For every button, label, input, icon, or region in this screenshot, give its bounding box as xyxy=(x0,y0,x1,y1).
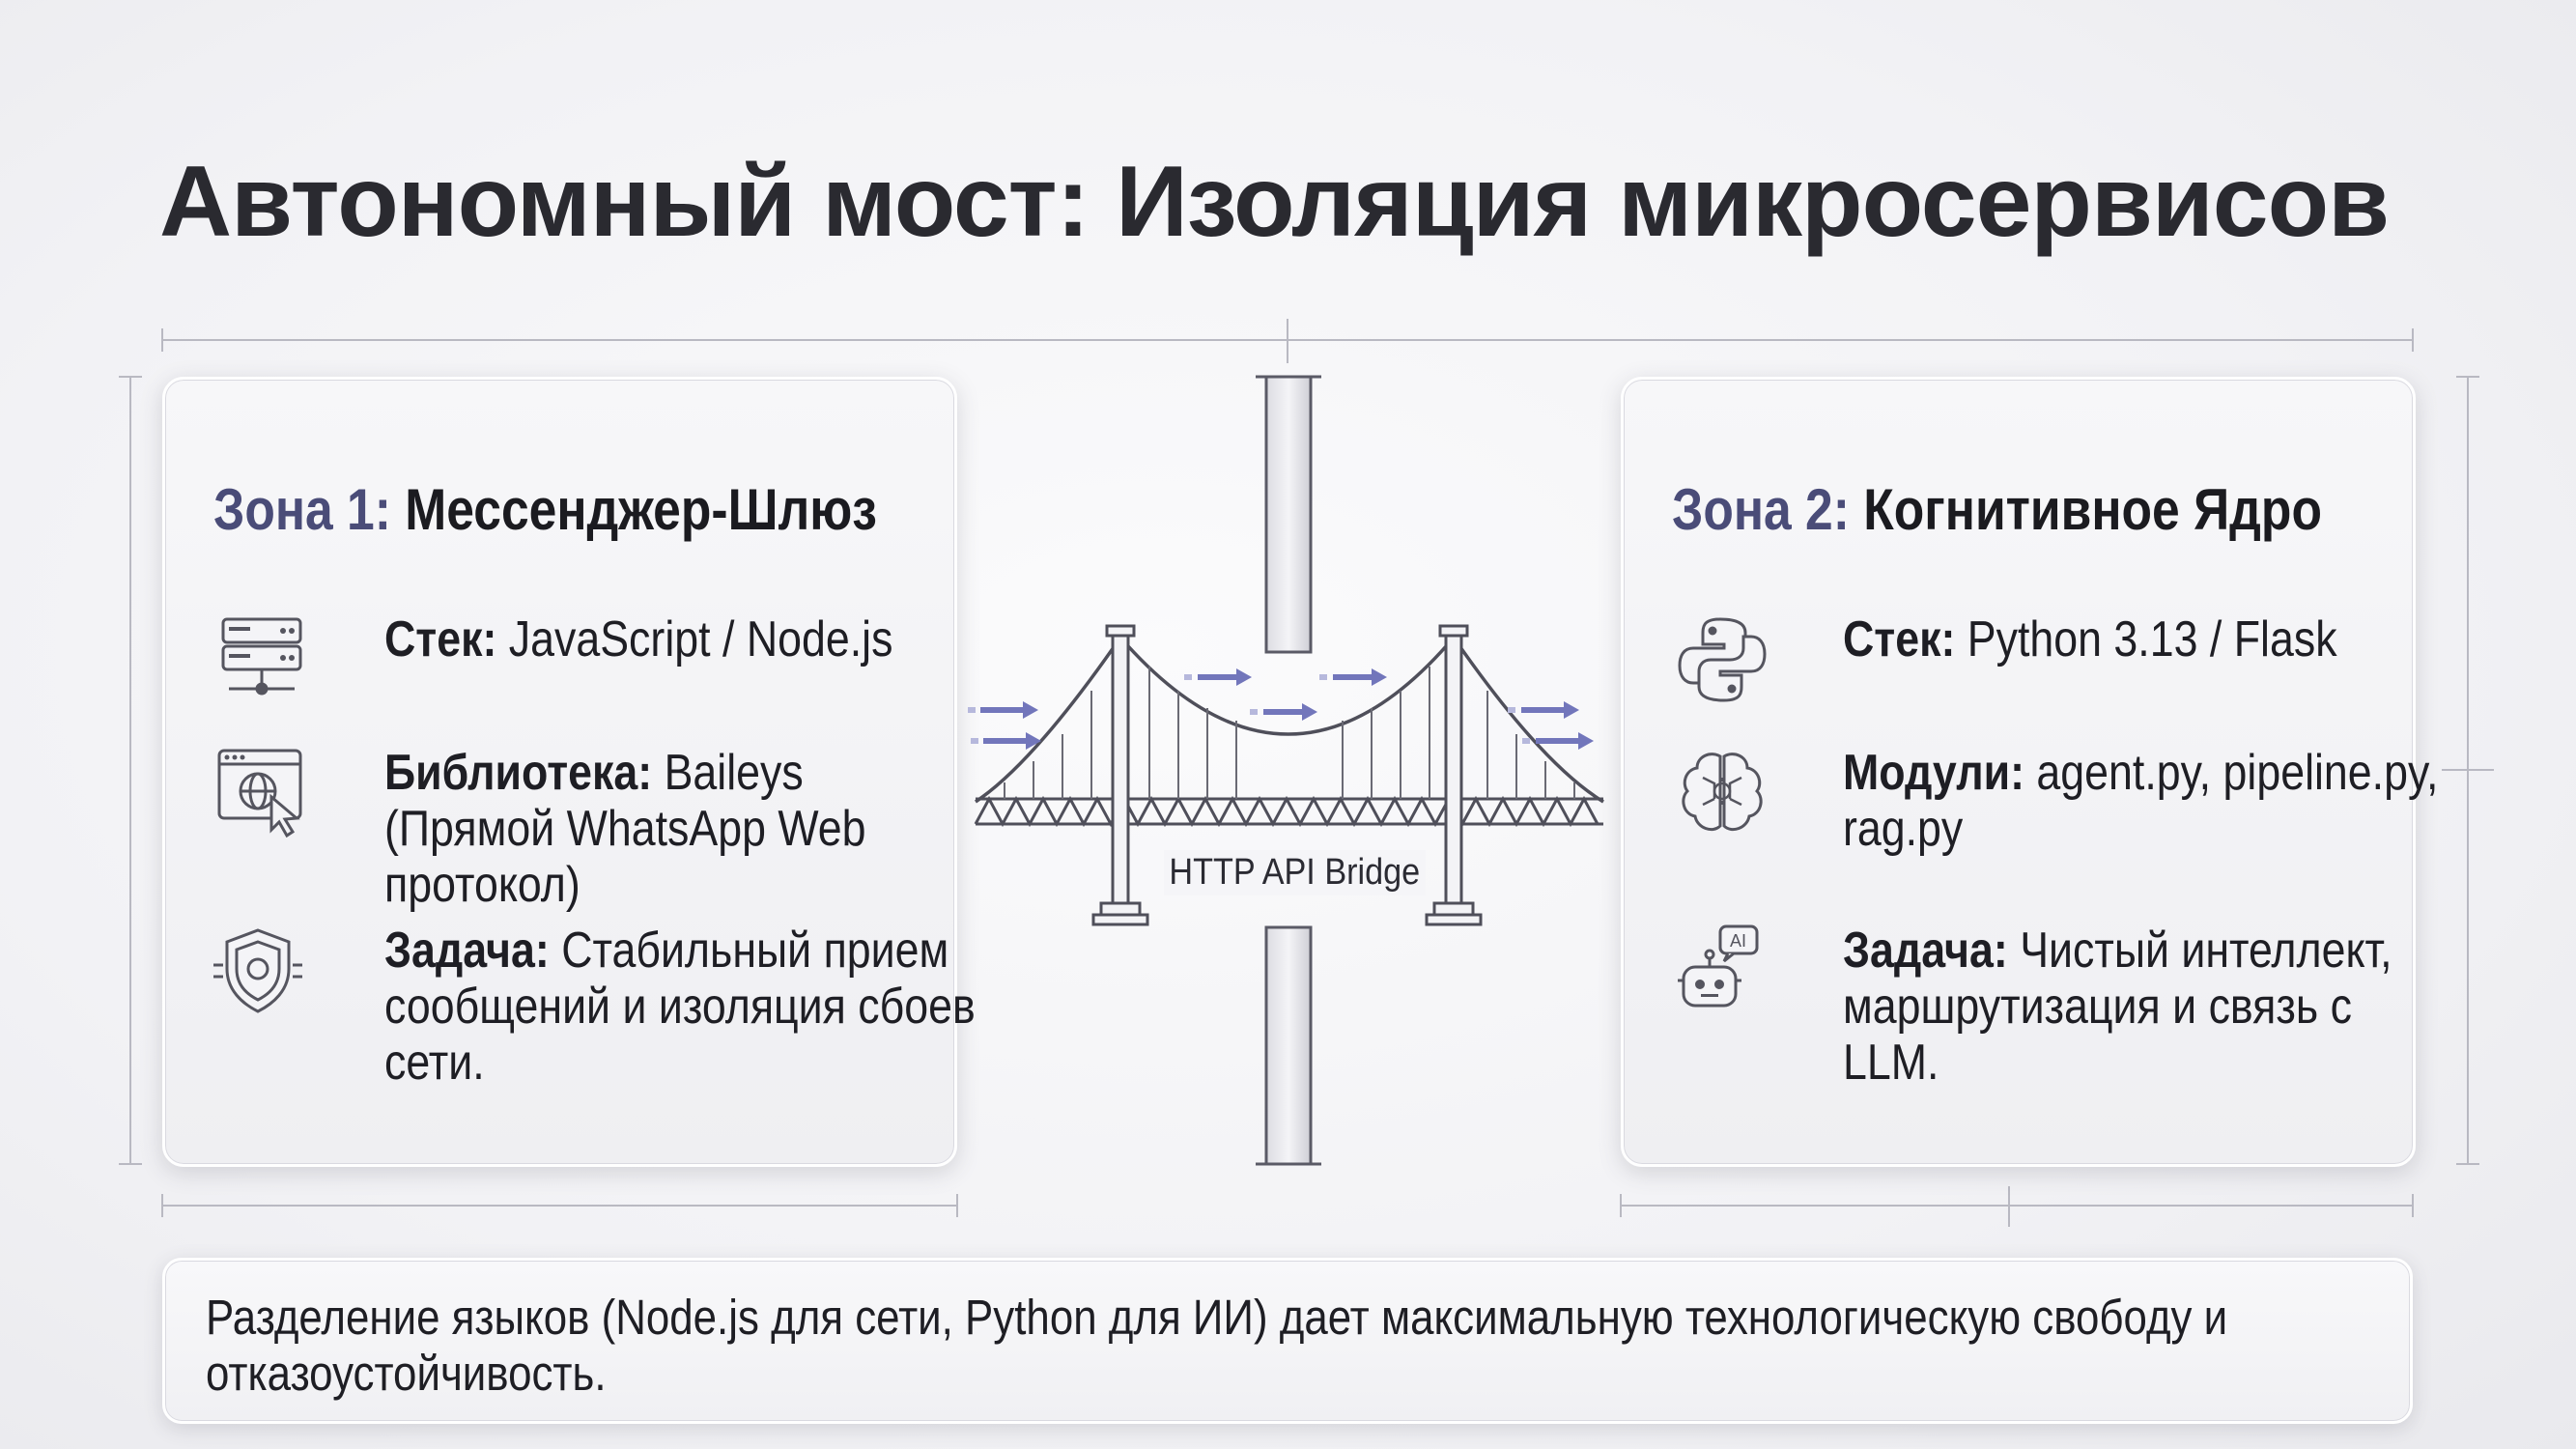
bridge-deck xyxy=(974,795,1603,828)
ai-robot-icon: AI xyxy=(1678,924,1759,1008)
zone-2-title: Зона 2: Когнитивное Ядро xyxy=(1672,477,2322,542)
task-value: Чистый интеллект, маршрутизация и связь … xyxy=(1843,923,2392,1091)
library-label: Библиотека: xyxy=(384,745,653,801)
web-browser-icon xyxy=(217,749,302,838)
server-icon xyxy=(221,617,302,696)
footer-note-box: Разделение языков (Node.js для сети, Pyt… xyxy=(162,1258,2413,1424)
suspension-bridge-diagram xyxy=(968,375,1604,1166)
modules-value: agent.py, pipeline.py, rag.py xyxy=(1843,745,2439,857)
flow-arrow-trails xyxy=(968,674,1530,744)
page-title: Автономный мост: Изоляция микросервисов xyxy=(159,146,2390,258)
brain-icon xyxy=(1682,753,1763,832)
task-label: Задача: xyxy=(384,923,550,979)
ai-badge-glyph: AI xyxy=(1730,931,1746,951)
bridge-label: HTTP API Bridge xyxy=(1164,850,1426,895)
zone-1-card: Зона 1: Мессенджер-Шлюз Стек: JavaScript… xyxy=(162,377,976,1167)
zone-1-title: Зона 1: Мессенджер-Шлюз xyxy=(213,477,877,542)
stack-value: JavaScript / Node.js xyxy=(508,611,893,668)
flow-arrows xyxy=(980,668,1594,750)
stack-label: Стек: xyxy=(384,611,497,668)
stack-value: Python 3.13 / Flask xyxy=(1967,611,2337,668)
bridge-towers xyxy=(1091,624,1483,926)
shield-icon xyxy=(213,928,302,1013)
zone-2-card: Зона 2: Когнитивное Ядро Стек: Python 3.… xyxy=(1621,377,2438,1167)
modules-label: Модули: xyxy=(1843,745,2024,801)
bridge-cables xyxy=(975,636,1604,804)
bridge-hangers xyxy=(1004,667,1575,799)
stack-label: Стек: xyxy=(1843,611,1956,668)
central-separator xyxy=(1256,375,1321,1166)
task-value: Стабильный прием сообщений и изоляция сб… xyxy=(384,923,976,1091)
task-label: Задача: xyxy=(1843,923,2008,979)
footer-note-text: Разделение языков (Node.js для сети, Pyt… xyxy=(206,1290,2228,1401)
library-value: Baileys (Прямой WhatsApp Web протокол) xyxy=(384,745,866,913)
python-logo-icon xyxy=(1678,617,1767,702)
